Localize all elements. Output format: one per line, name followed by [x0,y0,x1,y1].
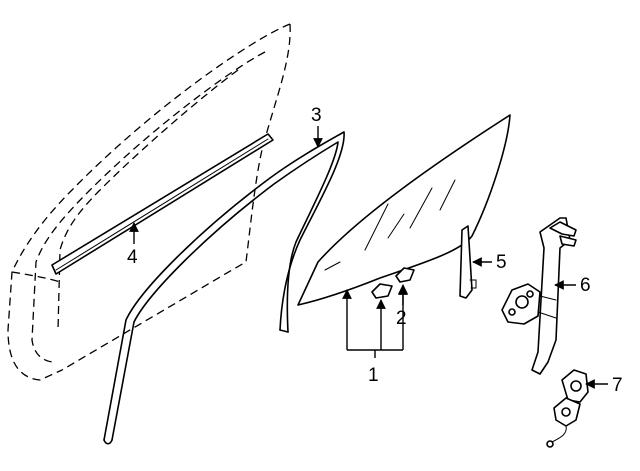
callout-label-7: 7 [612,375,623,396]
window-regulator-part [501,217,577,375]
callout-label-1: 1 [368,365,379,386]
belt-weatherstrip-part [51,133,274,275]
callout-label-2: 2 [396,308,407,329]
door-phantom-outline [7,23,291,381]
callout-label-4: 4 [127,247,138,268]
callout-label-6: 6 [580,275,591,296]
rear-guide-part [459,225,477,299]
run-channel-part [103,131,345,445]
glass-channel-clips-part [371,267,415,299]
callout-leaders [129,126,608,389]
regulator-motor-part [546,369,589,448]
callout-label-5: 5 [496,252,507,273]
callout-label-3: 3 [311,105,322,126]
door-glass-part [297,114,511,306]
